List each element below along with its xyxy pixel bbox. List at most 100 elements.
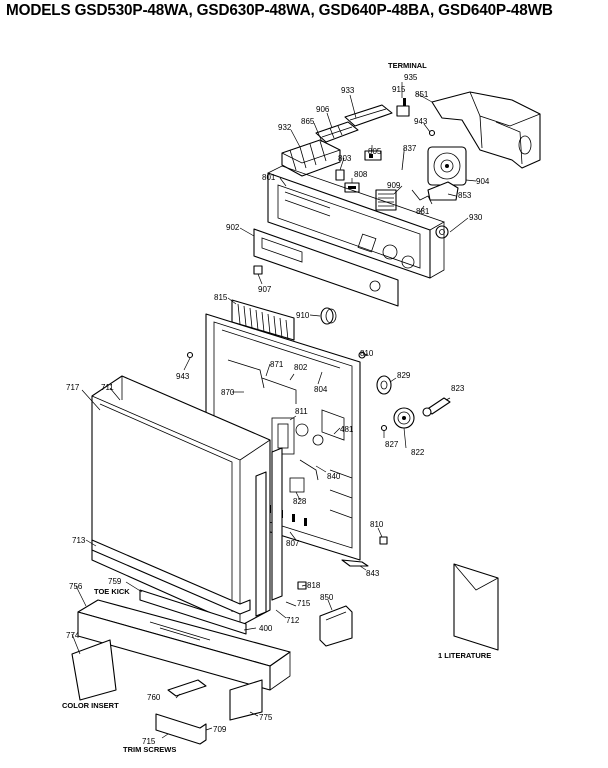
part-bracket-853 [427,181,459,201]
part-arm-823 [422,397,451,417]
part-pin-827 [380,424,388,432]
label-840: 840 [327,472,341,481]
label-827: 827 [385,440,399,449]
label-935: 935 [404,73,418,82]
part-837-wire [401,151,405,171]
label-871: 871 [270,360,284,369]
part-side-piece-775 [229,679,263,721]
part-nameplate-902 [253,228,399,307]
label-808: 808 [354,170,368,179]
label-709: 709 [213,725,227,734]
label-870: 870 [221,388,235,397]
label-literature: 1 LITERATURE [438,651,491,660]
part-control-panel-801 [267,165,445,279]
label-930: 930 [469,213,483,222]
label-906: 906 [316,105,330,114]
label-775: 775 [259,713,273,722]
part-screw-843a [186,351,194,359]
label-712: 712 [286,616,300,625]
part-coil-910 [320,307,337,325]
part-808 [344,182,360,193]
label-717: 717 [66,383,80,392]
label-915: 915 [392,85,406,94]
part-switch-909 [375,189,397,211]
part-timer-housing-851 [431,91,541,169]
label-828: 828 [293,497,307,506]
part-color-insert-774 [71,639,117,701]
label-829: 829 [397,371,411,380]
part-knob-930 [435,225,449,239]
label-909: 909 [387,181,401,190]
part-wire-881 [411,189,433,205]
part-switch-bar-933 [344,104,393,127]
label-850: 850 [320,593,334,602]
label-760: 760 [147,693,161,702]
label-trim-screws: TRIM SCREWS [123,745,176,754]
label-902: 902 [226,223,240,232]
part-818 [297,581,307,590]
part-gear-822 [393,407,415,429]
part-trim-709 [155,713,207,745]
label-804: 804 [314,385,328,394]
text-callouts: TERMINAL TOE KICK COLOR INSERT TRIM SCRE… [62,61,491,754]
label-756: 756 [69,582,83,591]
part-pin-943a [428,129,436,137]
label-837: 837 [403,144,417,153]
part-toe-kick-759 [139,589,247,635]
part-bracket-850 [319,605,353,647]
label-943a: 943 [414,117,428,126]
label-803: 803 [338,154,352,163]
label-904: 904 [476,177,490,186]
label-910: 910 [296,311,310,320]
label-810b: 810 [370,520,384,529]
label-481: 481 [340,425,354,434]
label-815: 815 [214,293,228,302]
part-terminal-block-915 [396,98,410,117]
label-943b: 943 [176,372,190,381]
part-trim-713 [91,539,251,615]
page-title: MODELS GSD530P-48WA, GSD630P-48WA, GSD64… [6,2,553,19]
part-side-rails-712 [255,447,283,617]
label-805: 805 [368,147,382,156]
part-vent-815 [231,299,295,341]
label-713: 713 [72,536,86,545]
label-400: 400 [259,624,273,633]
label-774: 774 [66,631,80,640]
label-818: 818 [307,581,321,590]
label-811: 811 [295,407,308,416]
part-switch-assembly-932 [281,139,341,177]
part-timer-904 [427,146,467,186]
label-907: 907 [258,285,272,294]
label-881: 881 [416,207,430,216]
label-932: 932 [278,123,292,132]
label-715a: 715 [297,599,311,608]
label-822: 822 [411,448,425,457]
label-color-insert: COLOR INSERT [62,701,119,710]
label-801: 801 [262,173,276,182]
label-802: 802 [294,363,308,372]
part-clip-760 [167,679,207,697]
leader-lines [71,82,477,739]
part-clip-907 [253,265,263,275]
part-block-805 [364,150,382,161]
label-823: 823 [451,384,465,393]
label-711: 711 [101,383,114,392]
label-810a: 810 [360,349,374,358]
label-843: 843 [366,569,380,578]
label-853: 853 [458,191,472,200]
label-toe-kick: TOE KICK [94,587,130,596]
part-switch-906 [315,121,359,143]
part-knob-829 [376,375,392,395]
label-933: 933 [341,86,355,95]
part-lower-kick-panel-756 [77,599,291,691]
label-865: 865 [301,117,315,126]
part-clip-810b [379,536,388,545]
label-715b: 715 [142,737,156,746]
part-803 [335,169,345,181]
literature-envelope [453,563,499,651]
part-number-labels: 933 935 915 851 906 943 932 865 805 837 … [66,73,490,746]
label-terminal: TERMINAL [388,61,427,70]
label-759: 759 [108,577,122,586]
part-bracket-843b [341,559,369,567]
